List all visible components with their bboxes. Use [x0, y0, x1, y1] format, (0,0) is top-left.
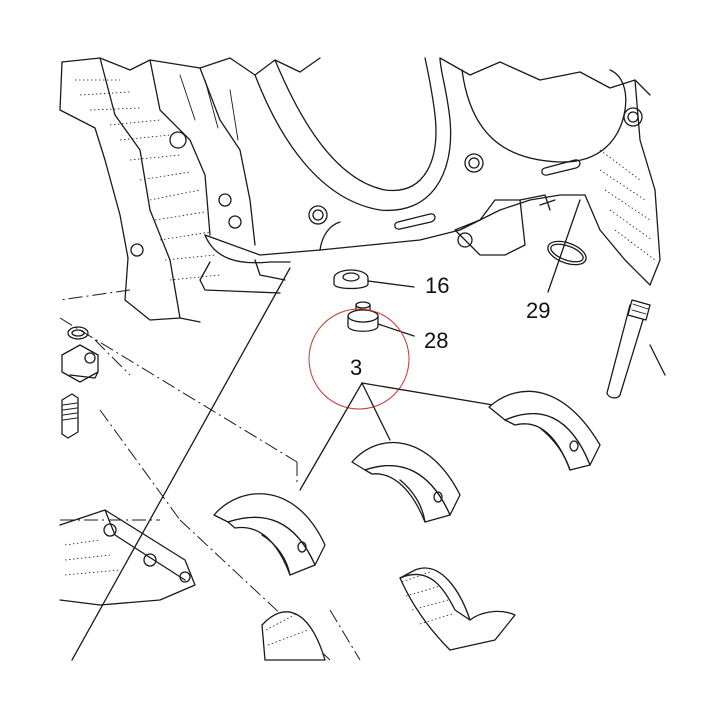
dowel-part-28	[347, 301, 379, 332]
engine-block	[59, 57, 661, 323]
bearing-shell-4	[399, 567, 516, 651]
bearing-shell-2	[351, 441, 461, 523]
callout-3: 3	[350, 355, 362, 380]
leader-29	[547, 199, 581, 293]
leaders-3	[299, 382, 494, 491]
callout-29: 29	[526, 298, 550, 323]
bearing-shell-1	[488, 390, 601, 471]
callout-16: 16	[425, 273, 449, 298]
construction-line	[71, 267, 291, 661]
lower-left-cap	[59, 509, 196, 606]
bearing-shell-5	[261, 611, 326, 661]
leader-28	[377, 323, 415, 337]
oring-part-29	[547, 240, 587, 266]
stud-bolt	[606, 299, 666, 399]
highlight-circle	[308, 308, 410, 410]
washer-part-16	[333, 269, 369, 290]
bearing-shell-3	[213, 493, 326, 576]
callout-28: 28	[424, 328, 448, 353]
left-bolt-group	[61, 326, 99, 439]
leader-16	[367, 280, 415, 288]
